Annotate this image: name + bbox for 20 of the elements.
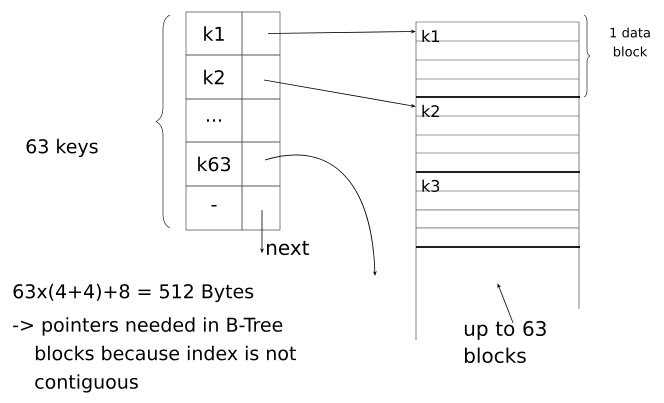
record-row: k3: [422, 180, 440, 192]
pointer-cell: [242, 54, 280, 100]
pointer-cell: [242, 186, 280, 230]
record-row: k1: [422, 30, 439, 42]
key-cell: ...: [186, 98, 242, 142]
pointer-label: next: [267, 240, 310, 256]
data-file-column: [416, 22, 580, 340]
brace-label: 1 data block: [610, 27, 650, 57]
key-cell: k63: [186, 142, 242, 186]
pointer-cell: [242, 12, 280, 56]
formula-text: 63x(4+4)+8 = 512 Bytes: [14, 284, 254, 302]
key-cell: -: [186, 186, 242, 230]
record-row: k2: [422, 104, 439, 117]
key-cell: k1: [186, 12, 242, 56]
brace-label: 63 keys: [26, 138, 98, 158]
key-cell: k2: [186, 54, 242, 100]
caption-text: up to 63 blocks: [464, 320, 546, 364]
pointer-cell: [242, 142, 280, 186]
note-text: -> pointers needed in B-Tree blocks because index is not contiguous: [13, 317, 296, 393]
pointer-cell: [242, 98, 280, 142]
